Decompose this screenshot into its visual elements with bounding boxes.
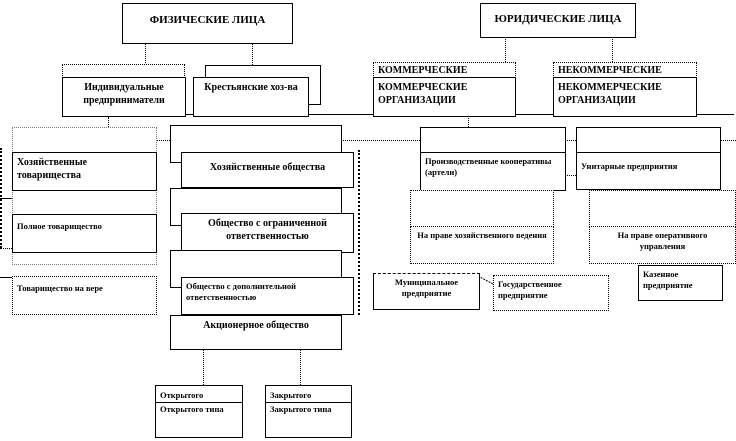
label: НЕКОММЕРЧЕСКИЕ ОРГАНИЗАЦИИ [558, 82, 662, 106]
connector [565, 175, 576, 176]
connector [300, 349, 301, 385]
label: Крестьянские хоз-ва [204, 82, 298, 93]
connector [145, 43, 146, 65]
label: Муниципальное предприятие [394, 277, 459, 298]
label: КОММЕРЧЕСКИЕ ОРГАНИЗАЦИИ [378, 82, 468, 106]
farms-box: Крестьянские хоз-ва [193, 77, 309, 117]
coops-box: Производственные кооперативы (артели) [420, 152, 566, 191]
label: КОММЕРЧЕСКИЕ [378, 65, 468, 76]
economic-mgmt-box: На праве хозяйственного ведения [410, 226, 554, 264]
unitary-box: Унитарные предприятия [576, 152, 721, 190]
label: Закрытого [266, 389, 351, 403]
municipal-box: Муниципальное предприятие [373, 273, 480, 310]
label: Открытого типа [160, 404, 224, 414]
label: Общество с дополнительной ответственност… [186, 281, 297, 302]
label: Производственные кооперативы (артели) [425, 156, 552, 177]
individuals-title-box: ФИЗИЧЕСКИЕ ЛИЦА [122, 3, 293, 44]
label: Унитарные предприятия [581, 161, 678, 171]
operational-mgmt-box-back [589, 190, 736, 227]
label: Товарищество на вере [17, 283, 103, 293]
alc-box: Общество с дополнительной ответственност… [181, 277, 354, 315]
closed-type-box: Закрытого Закрытого типа [265, 385, 352, 438]
label: На праве оперативного управления [617, 230, 708, 251]
connector [468, 116, 469, 127]
companies-box: Хозяйственные общества [181, 152, 354, 188]
commercial-box: КОММЕРЧЕСКИЕ ОРГАНИЗАЦИИ [373, 77, 516, 117]
connector [203, 349, 204, 385]
label: Закрытого типа [270, 404, 332, 414]
label: Индивидуальные предприниматели [83, 82, 165, 106]
label: Общество с ограниченной ответственностью [208, 218, 327, 242]
connector [358, 150, 360, 315]
label: Открытого [156, 389, 242, 403]
connector [0, 198, 12, 199]
connector [505, 37, 506, 62]
label: ЮРИДИЧЕСКИЕ ЛИЦА [494, 13, 622, 25]
entrepreneurs-box: Индивидуальные предприниматели [62, 77, 186, 117]
connector [0, 277, 12, 278]
state-enterprise-box: Государственное предприятие [493, 275, 609, 311]
noncommercial-box: НЕКОММЕРЧЕСКИЕ ОРГАНИЗАЦИИ [553, 77, 697, 117]
limited-partnership-box: Товарищество на вере [12, 276, 157, 315]
label: НЕКОММЕРЧЕСКИЕ [558, 65, 662, 76]
economic-mgmt-box-back [410, 190, 554, 227]
legal-title-box: ЮРИДИЧЕСКИЕ ЛИЦА [480, 3, 636, 38]
llc-box: Общество с ограниченной ответственностью [181, 213, 354, 253]
connector [108, 117, 109, 127]
operational-mgmt-box: На праве оперативного управления [589, 226, 736, 264]
label: Казенное предприятие [643, 269, 693, 290]
label: Хозяйственные общества [209, 162, 326, 173]
label: Государственное предприятие [498, 279, 562, 300]
label: На праве хозяйственного ведения [417, 230, 547, 240]
connector [612, 37, 613, 62]
open-type-box: Открытого Открытого типа [155, 385, 243, 438]
label: Акционерное общество [203, 320, 309, 331]
jsc-box: Акционерное общество [170, 315, 342, 350]
label: Полное товарищество [17, 221, 102, 231]
partnerships-box: Хозяйственные товарищества [12, 152, 157, 191]
state-owned-box: Казенное предприятие [638, 265, 723, 301]
connector [252, 43, 253, 65]
label: Хозяйственные товарищества [17, 157, 88, 181]
label: ФИЗИЧЕСКИЕ ЛИЦА [149, 14, 266, 26]
full-partnership-box: Полное товарищество [12, 214, 157, 253]
connector [0, 248, 12, 249]
